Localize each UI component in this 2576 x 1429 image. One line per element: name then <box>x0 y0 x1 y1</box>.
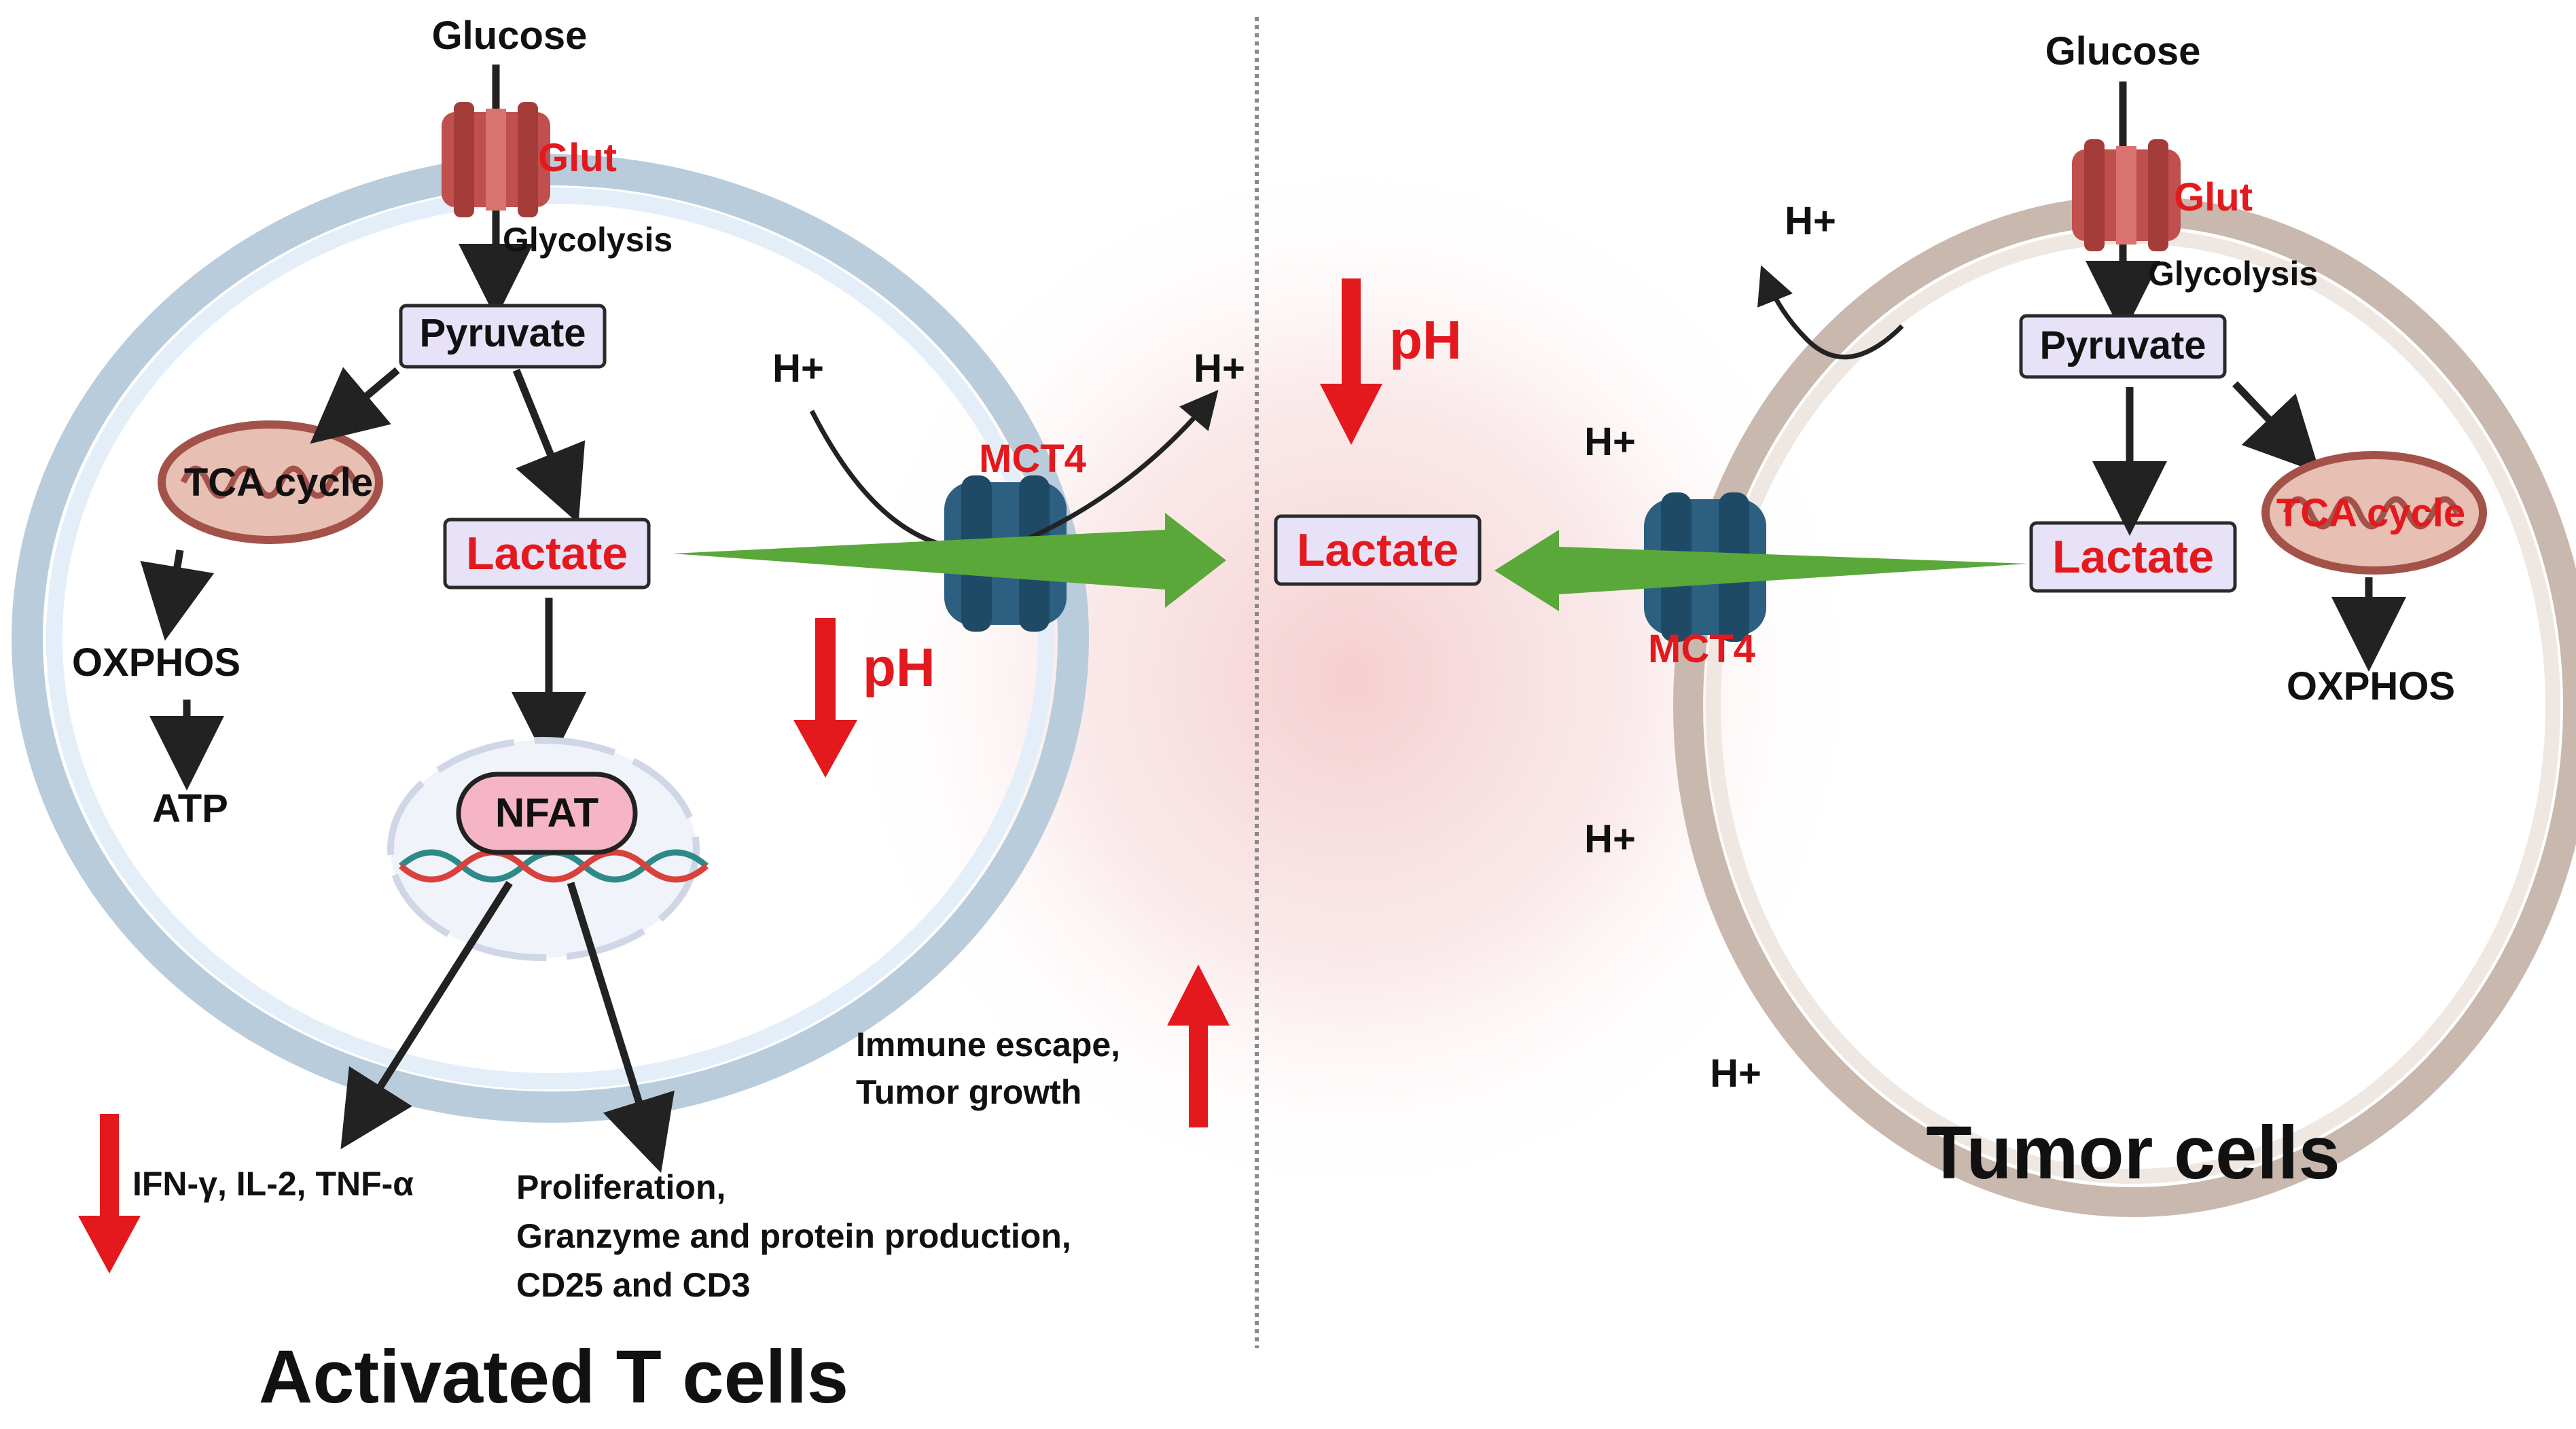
nfat-to-effects-arrow <box>567 882 675 1174</box>
t-pyruvate-box <box>399 304 607 369</box>
t-oxphos-label: OXPHOS <box>72 640 240 685</box>
tumor-mct4-label: MCT4 <box>1648 627 1755 671</box>
tumor-mitochondrion-icon <box>2261 451 2487 575</box>
env-ph-down-arrow <box>1320 278 1382 445</box>
t-cell <box>12 65 1226 1273</box>
tumor-glucose-transporter-icon <box>2072 139 2181 251</box>
immune-line-1: Immune escape, <box>856 1026 1120 1064</box>
mitochondrion-icon <box>158 420 383 544</box>
tumor-tca-label: TCA cycle <box>2276 491 2465 535</box>
acidic-microenvironment-glow <box>836 149 1868 1209</box>
tumor-pyruvate-to-tca-arrow <box>2232 381 2321 473</box>
tumor-pyruvate-label: Pyruvate <box>2039 323 2206 367</box>
immune-escape-up-arrow <box>1167 964 1230 1127</box>
t-glycolysis-label: Glycolysis <box>503 221 673 259</box>
t-pyruvate-label: Pyruvate <box>419 311 586 355</box>
t-cell-title: Activated T cells <box>259 1335 848 1419</box>
t-lactate-box <box>443 518 651 590</box>
t-cell-membrane-inner <box>46 187 1054 1089</box>
pyruvate-to-tca-arrow <box>310 367 400 444</box>
tumor-proton-efflux-arrow <box>1757 265 1904 360</box>
t-effects-line-1: Proliferation, <box>516 1168 726 1206</box>
env-lactate-label: Lactate <box>1297 524 1459 576</box>
tumor-h-label-2: H+ <box>1584 420 1636 464</box>
t-glut-label: Glut <box>538 136 617 180</box>
t-mct4-label: MCT4 <box>979 437 1086 481</box>
t-glucose-label: Glucose <box>432 14 588 58</box>
tumor-cell-title: Tumor cells <box>1926 1111 2340 1195</box>
tumor-oxphos-label: OXPHOS <box>2287 664 2455 708</box>
t-effects-line-3: CD25 and CD3 <box>516 1266 751 1304</box>
env-ph-label: pH <box>1389 310 1462 370</box>
t-tca-label: TCA cycle <box>184 460 373 505</box>
t-lactate-label: Lactate <box>466 528 628 579</box>
tumor-cell <box>1495 82 2576 1217</box>
pyruvate-to-lactate-arrow <box>512 368 586 524</box>
t-h-out-label: H+ <box>1194 346 1245 391</box>
tumor-h-label-1: H+ <box>1785 199 1836 243</box>
cytokine-down-arrow <box>78 1114 141 1273</box>
tumor-lactate-export-arrow <box>1495 530 2028 611</box>
t-lactate-export-arrow <box>673 513 1226 608</box>
tumor-glut-label: Glut <box>2174 175 2253 219</box>
nfat-to-cytokines-arrow <box>340 881 513 1150</box>
tumor-glycolysis-label: Glycolysis <box>2148 255 2318 293</box>
glucose-transporter-icon <box>442 102 550 217</box>
tumor-pyruvate-box <box>2019 314 2227 379</box>
tumor-h-label-4: H+ <box>1710 1051 1761 1096</box>
t-cytokines-label: IFN-γ, IL-2, TNF-α <box>132 1165 414 1203</box>
tumor-glucose-label: Glucose <box>2045 29 2201 73</box>
t-atp-label: ATP <box>152 786 228 831</box>
env-lactate-box <box>1274 514 1482 586</box>
t-nfat-label: NFAT <box>495 790 598 835</box>
t-h-in-label: H+ <box>772 346 824 391</box>
tumor-lactate-label: Lactate <box>2052 531 2214 583</box>
t-ph-label: pH <box>863 637 935 698</box>
t-ph-down-arrow <box>793 618 857 778</box>
immune-line-2: Tumor growth <box>856 1073 1081 1111</box>
tca-to-oxphos-arrow <box>140 549 215 641</box>
t-effects-line-2: Granzyme and protein production, <box>516 1217 1071 1255</box>
nfat-pill <box>456 772 638 855</box>
tumor-h-label-3: H+ <box>1584 817 1636 861</box>
